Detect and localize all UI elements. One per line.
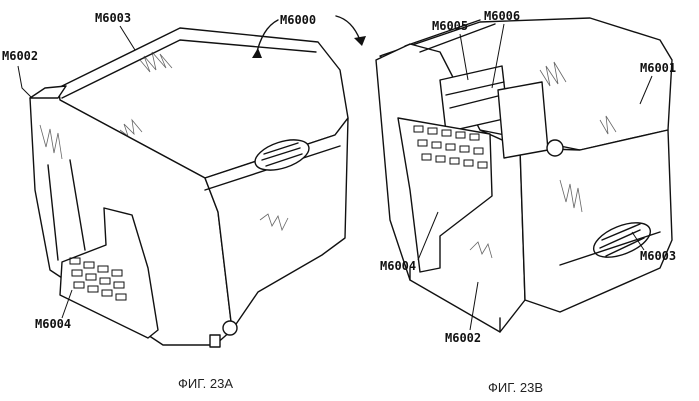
- arrow-to-b: [336, 16, 360, 40]
- caption-fig-23b: ФИГ. 23В: [488, 380, 543, 395]
- label-a-1: M6003: [95, 11, 131, 25]
- label-b-5: M6004: [380, 259, 416, 273]
- figure-23a-cartridge: [30, 28, 348, 347]
- label-b-3: M6001: [640, 61, 676, 75]
- label-b-1: M6005: [432, 19, 468, 33]
- side-knob-a: [223, 321, 237, 335]
- label-b-2: M6006: [484, 9, 520, 23]
- label-a-3: M6004: [35, 317, 71, 331]
- figure-23b-cartridge: [376, 18, 672, 332]
- label-b-6: M6002: [445, 331, 481, 345]
- end-cap-b: [498, 82, 548, 158]
- label-a-2: M6002: [2, 49, 38, 63]
- shared-label: M6000: [280, 13, 316, 27]
- label-b-4: M6003: [640, 249, 676, 263]
- right-face-b: [520, 130, 672, 312]
- caption-fig-23a: ФИГ. 23А: [178, 376, 233, 391]
- end-knob-b: [547, 140, 563, 156]
- bottom-peg-a: [210, 335, 220, 347]
